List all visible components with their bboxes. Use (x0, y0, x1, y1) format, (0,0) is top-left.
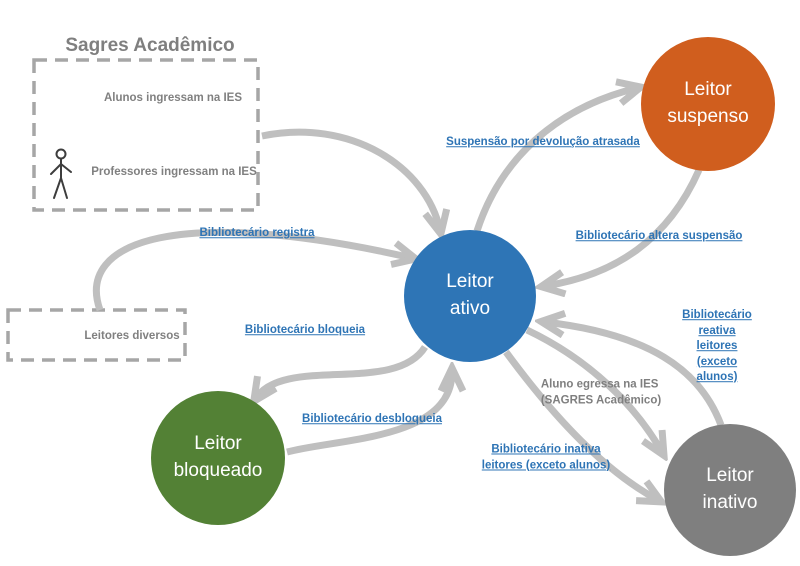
arrow-inativo-para-ativo (545, 322, 725, 427)
sagres-academico-box (32, 58, 260, 212)
transition-bibliotecario-altera-suspensao[interactable]: Bibliotecário altera suspensão (575, 230, 743, 243)
state-leitor-inativo: Leitor inativo (664, 424, 796, 556)
arrow-ativo-para-inativo-inativa (503, 349, 658, 500)
alunos-ingressam-label: Alunos ingressam na IES (103, 92, 243, 104)
transition-bibliotecario-inativa[interactable]: Bibliotecário inativa leitores (exceto a… (481, 443, 611, 471)
arrow-bloqueado-para-ativo (286, 372, 452, 456)
transition-bibliotecario-registra[interactable]: Bibliotecário registra (199, 227, 315, 240)
state-leitor-suspenso: Leitor suspenso (641, 37, 775, 171)
arrow-ativo-para-bloqueado (256, 344, 428, 398)
arrow-suspenso-para-ativo (545, 168, 703, 286)
transition-suspensao-devolucao-atrasada[interactable]: Suspensão por devolução atrasada (446, 136, 640, 149)
person-sketch-icon (50, 148, 72, 199)
transition-bibliotecario-bloqueia[interactable]: Bibliotecário bloqueia (244, 324, 366, 337)
arrow-ativo-para-suspenso (473, 88, 637, 233)
state-leitor-bloqueado: Leitor bloqueado (151, 391, 285, 525)
transition-bibliotecario-reativa[interactable]: Bibliotecário reativa leitores (exceto a… (682, 309, 752, 384)
arrow-ativo-para-inativo-egressa (525, 326, 662, 452)
arrow-ingresso-para-ativo (261, 128, 440, 230)
transition-bibliotecario-desbloqueia[interactable]: Bibliotecário desbloqueia (302, 413, 442, 426)
professores-ingressam-label: Professores ingressam na IES (91, 166, 257, 178)
arrow-registra-para-ativo (92, 228, 412, 312)
transition-aluno-egressa: Aluno egressa na IES (SAGRES Acadêmico) (540, 378, 662, 406)
state-leitor-ativo: Leitor ativo (404, 230, 536, 362)
leitores-diversos-label: Leitores diversos (84, 330, 180, 342)
diagram-title: Sagres Acadêmico (65, 35, 235, 56)
